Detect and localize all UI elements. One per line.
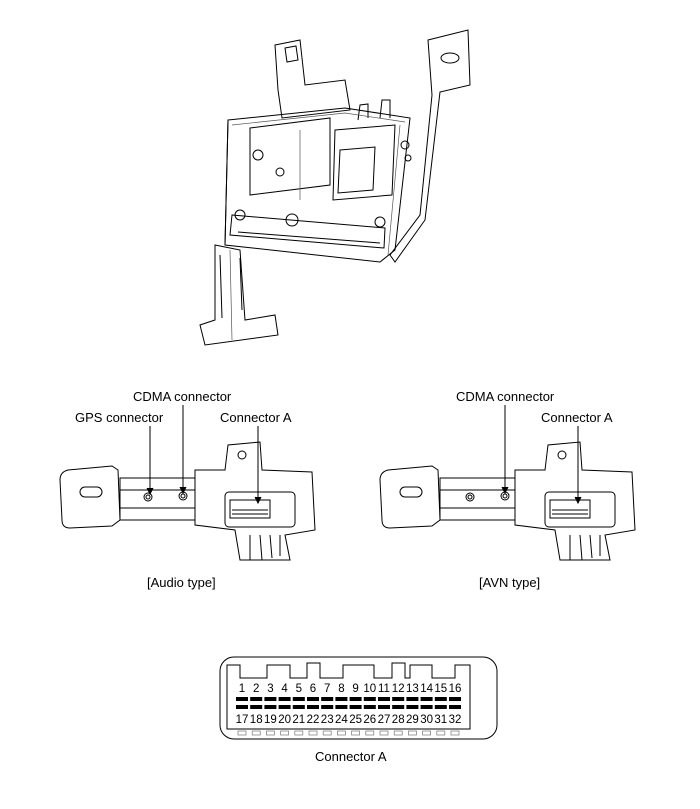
pin-slot: [251, 730, 261, 736]
pin-terminal: [307, 697, 319, 701]
audio-gps-connector-label: GPS connector: [75, 410, 164, 425]
pin-terminal: [406, 705, 419, 709]
pin-terminal: [321, 705, 334, 709]
pin-terminal: [392, 697, 405, 701]
pin-terminal: [363, 697, 376, 701]
pin-terminal: [378, 697, 390, 701]
pin-terminal: [449, 697, 461, 701]
connector-a-caption: Connector A: [315, 749, 387, 764]
pin-terminal: [406, 697, 419, 701]
pin-terminal: [236, 705, 248, 709]
pin-slot: [337, 730, 346, 736]
avn-cdma-connector-label: CDMA connector: [456, 389, 555, 404]
pin-number: 20: [278, 714, 291, 726]
pin-number: 8: [338, 683, 344, 695]
pin-number: 13: [406, 683, 419, 695]
pin-number: 31: [434, 714, 447, 726]
pin-number: 15: [434, 683, 447, 695]
pin-terminal: [278, 705, 291, 709]
pin-number: 28: [392, 714, 405, 726]
pin-number: 32: [449, 714, 462, 726]
pin-terminal: [378, 705, 390, 709]
pin-number: 6: [310, 683, 316, 695]
pin-terminal: [392, 705, 405, 709]
pin-number: 9: [352, 683, 358, 695]
pin-number: 27: [378, 714, 391, 726]
pin-terminal: [236, 697, 248, 701]
pin-terminal: [292, 705, 305, 709]
pin-terminal: [264, 705, 277, 709]
audio-cdma-connector-label: CDMA connector: [133, 389, 232, 404]
pin-terminal: [449, 705, 461, 709]
pin-terminal: [307, 705, 319, 709]
pin-terminal: [250, 697, 263, 701]
pin-terminal: [264, 697, 277, 701]
pin-number: 1: [239, 683, 245, 695]
pin-terminal: [434, 697, 447, 701]
pin-number: 12: [392, 683, 405, 695]
pin-number: 14: [420, 683, 433, 695]
pin-terminal: [335, 697, 348, 701]
pin-number: 18: [250, 714, 263, 726]
pin-number: 17: [236, 714, 249, 726]
avn-type-caption: [AVN type]: [479, 575, 541, 590]
pin-slot: [450, 730, 460, 736]
pin-slot: [408, 730, 417, 736]
pin-slot: [379, 730, 389, 736]
pin-slot: [351, 730, 360, 736]
pin-number: 3: [267, 683, 273, 695]
pin-slot: [308, 730, 318, 736]
audio-type-caption: [Audio type]: [147, 575, 216, 590]
pin-terminal: [321, 697, 334, 701]
pin-number: 24: [335, 714, 348, 726]
pin-number: 23: [321, 714, 334, 726]
audio-connector-a-label: Connector A: [220, 410, 292, 425]
pin-number: 4: [281, 683, 288, 695]
pin-number: 30: [420, 714, 433, 726]
pin-slot: [280, 730, 289, 736]
head-unit-bracket-illustration: [199, 29, 471, 346]
pin-terminal: [349, 697, 362, 701]
pin-number: 21: [292, 714, 305, 726]
pin-terminal: [363, 705, 376, 709]
pin-terminal: [278, 697, 291, 701]
pin-slot: [266, 730, 275, 736]
pin-slot: [322, 730, 332, 736]
pin-number: 26: [363, 714, 376, 726]
pin-terminal: [349, 705, 362, 709]
pin-number: 5: [296, 683, 302, 695]
pin-number: 25: [349, 714, 362, 726]
pin-number: 11: [378, 683, 390, 695]
pin-number: 29: [406, 714, 419, 726]
pin-slot: [294, 730, 304, 736]
pin-number: 2: [253, 683, 259, 695]
pin-number: 22: [307, 714, 320, 726]
pin-number: 16: [449, 683, 462, 695]
pin-number: 7: [324, 683, 330, 695]
pin-terminal: [292, 697, 305, 701]
pin-slot: [436, 730, 446, 736]
pin-slot: [422, 730, 431, 736]
pin-slot: [365, 730, 375, 736]
pin-number: 10: [363, 683, 376, 695]
pin-slot: [393, 730, 403, 736]
pin-terminal: [335, 705, 348, 709]
pin-terminal: [250, 705, 263, 709]
pin-terminal: [434, 705, 447, 709]
pin-slot: [237, 730, 247, 736]
pin-number: 19: [264, 714, 277, 726]
avn-connector-a-label: Connector A: [541, 410, 613, 425]
pin-terminal: [420, 705, 433, 709]
pin-terminal: [420, 697, 433, 701]
